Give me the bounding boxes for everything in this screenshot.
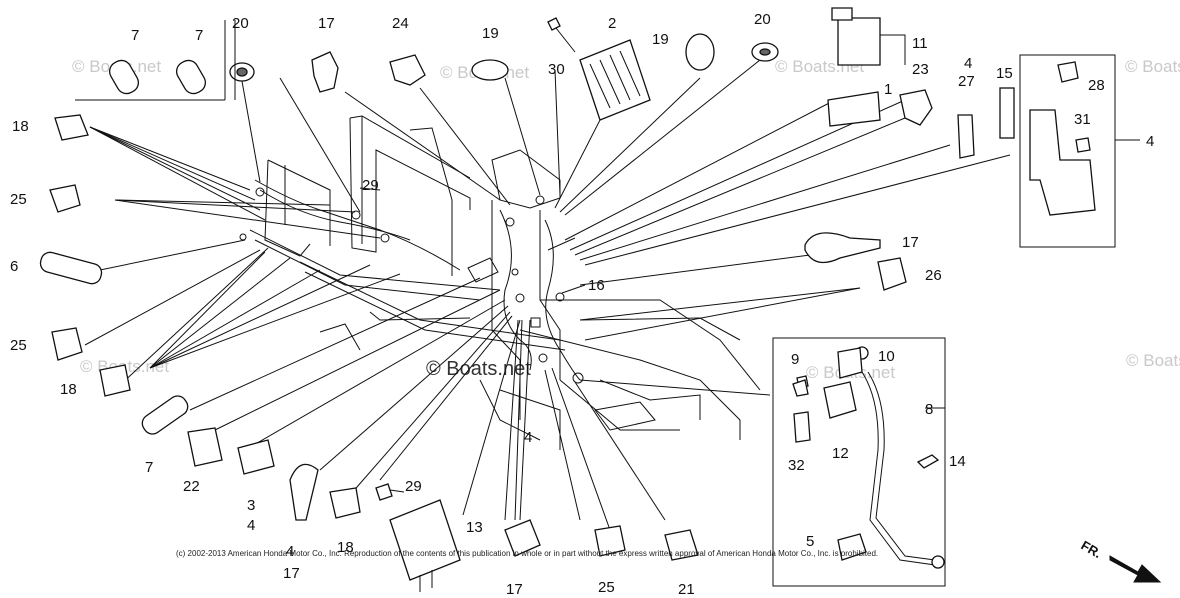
- callout-11: 11: [912, 35, 928, 52]
- callout-29: 29: [362, 177, 379, 194]
- parts: [39, 7, 1116, 592]
- frame-assembly: [239, 115, 761, 450]
- callout-1: 1: [884, 81, 892, 98]
- callout-25: 25: [10, 191, 27, 208]
- callout-29: 29: [405, 478, 422, 495]
- callout-17: 17: [902, 234, 919, 251]
- callout-labels: 7 7 20 17 24 19 30 2 19 20 11 23 1 4 27 …: [10, 11, 1154, 598]
- copyright-notice: (c) 2002-2013 American Honda Motor Co., …: [176, 549, 878, 558]
- callout-18: 18: [337, 539, 354, 556]
- callout-17: 17: [318, 15, 335, 32]
- callout-4: 4: [286, 543, 294, 560]
- watermarks: © Boats.net © Boats.net © Boats.net © Bo…: [72, 57, 1180, 382]
- callout-18: 18: [60, 381, 77, 398]
- callout-26: 26: [925, 267, 942, 284]
- watermark: © Boats.net: [1126, 351, 1180, 370]
- center-watermark: © Boats.net: [426, 358, 531, 380]
- callout-4: 4: [247, 517, 255, 534]
- callout-6: 6: [10, 258, 18, 275]
- callout-15: 15: [996, 65, 1013, 82]
- callout-17: 17: [506, 581, 523, 598]
- callout-19: 19: [482, 25, 499, 42]
- callout-20: 20: [232, 15, 249, 32]
- callout-13: 13: [466, 519, 483, 536]
- callout-14: 14: [949, 453, 966, 470]
- callout-8: 8: [925, 401, 933, 418]
- callout-22: 22: [183, 478, 200, 495]
- callout-7: 7: [131, 27, 139, 44]
- leader-lines: [75, 20, 1011, 531]
- callout-21: 21: [678, 581, 695, 598]
- callout-23: 23: [912, 61, 929, 78]
- callout-17: 17: [283, 565, 300, 582]
- callout-10: 10: [878, 348, 895, 365]
- callout-30: 30: [548, 61, 565, 78]
- callout-16: 16: [588, 277, 605, 294]
- callout-24: 24: [392, 15, 409, 32]
- callout-20: 20: [754, 11, 771, 28]
- callout-25: 25: [598, 579, 615, 596]
- callout-3: 3: [247, 497, 255, 514]
- arrow-icon: [1109, 555, 1162, 583]
- callout-7: 7: [145, 459, 153, 476]
- callout-32: 32: [788, 457, 805, 474]
- callout-4: 4: [964, 55, 972, 72]
- watermark: © Boats.net: [1125, 57, 1180, 76]
- callout-27: 27: [958, 73, 975, 90]
- callout-9: 9: [791, 351, 799, 368]
- callout-5: 5: [806, 533, 814, 550]
- callout-18: 18: [12, 118, 29, 135]
- callout-7: 7: [195, 27, 203, 44]
- callout-25: 25: [10, 337, 27, 354]
- callout-12: 12: [832, 445, 849, 462]
- brackets: [234, 20, 1140, 409]
- callout-31: 31: [1074, 111, 1091, 128]
- callout-4: 4: [524, 429, 532, 446]
- direction-label: FR.: [1079, 538, 1105, 561]
- callout-4: 4: [1146, 133, 1154, 150]
- front-direction-indicator: FR.: [1079, 538, 1162, 583]
- callout-2: 2: [608, 15, 616, 32]
- callout-19: 19: [652, 31, 669, 48]
- callout-28: 28: [1088, 77, 1105, 94]
